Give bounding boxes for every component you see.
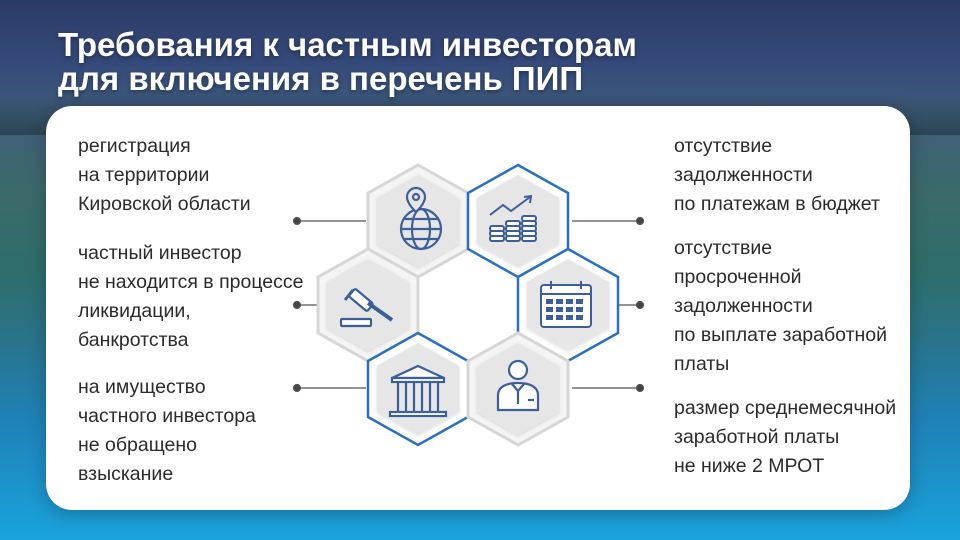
requirement-registration: регистрация на территории Кировской обла… xyxy=(78,135,251,215)
globe-location-icon xyxy=(399,186,443,251)
connector-left-2 xyxy=(292,300,318,310)
hex-no-recovery xyxy=(366,331,470,447)
connector-left-3 xyxy=(292,383,366,393)
connector-right-2 xyxy=(618,300,645,310)
employee-icon xyxy=(496,359,540,412)
connector-left-1 xyxy=(292,216,366,226)
hex-average-salary xyxy=(466,331,570,447)
requirement-no-liquidation: частный инвестор не находится в процессе… xyxy=(78,242,304,351)
requirement-average-salary: размер среднемесячной заработной платы н… xyxy=(674,397,897,477)
title-line-2: для включения в перечень ПИП xyxy=(58,60,584,97)
coins-growth-icon xyxy=(489,194,537,242)
connector-right-3 xyxy=(572,383,645,393)
page-title: Требования к частным инвесторам для вклю… xyxy=(58,28,637,96)
hex-budget-debt xyxy=(466,163,570,279)
gavel-icon xyxy=(339,288,394,328)
calendar-icon xyxy=(540,281,592,328)
connector-right-1 xyxy=(572,216,645,226)
requirement-no-salary-arrears: отсутствие просроченной задолженности по… xyxy=(674,237,888,375)
requirement-no-recovery: на имущество частного инвестора не обращ… xyxy=(78,376,256,485)
requirement-no-budget-debt: отсутствие задолженности по платежам в б… xyxy=(674,135,880,215)
title-line-1: Требования к частным инвесторам xyxy=(58,26,637,63)
bank-building-icon xyxy=(388,364,448,418)
requirements-card: регистрация на территории Кировской обла… xyxy=(46,106,910,510)
